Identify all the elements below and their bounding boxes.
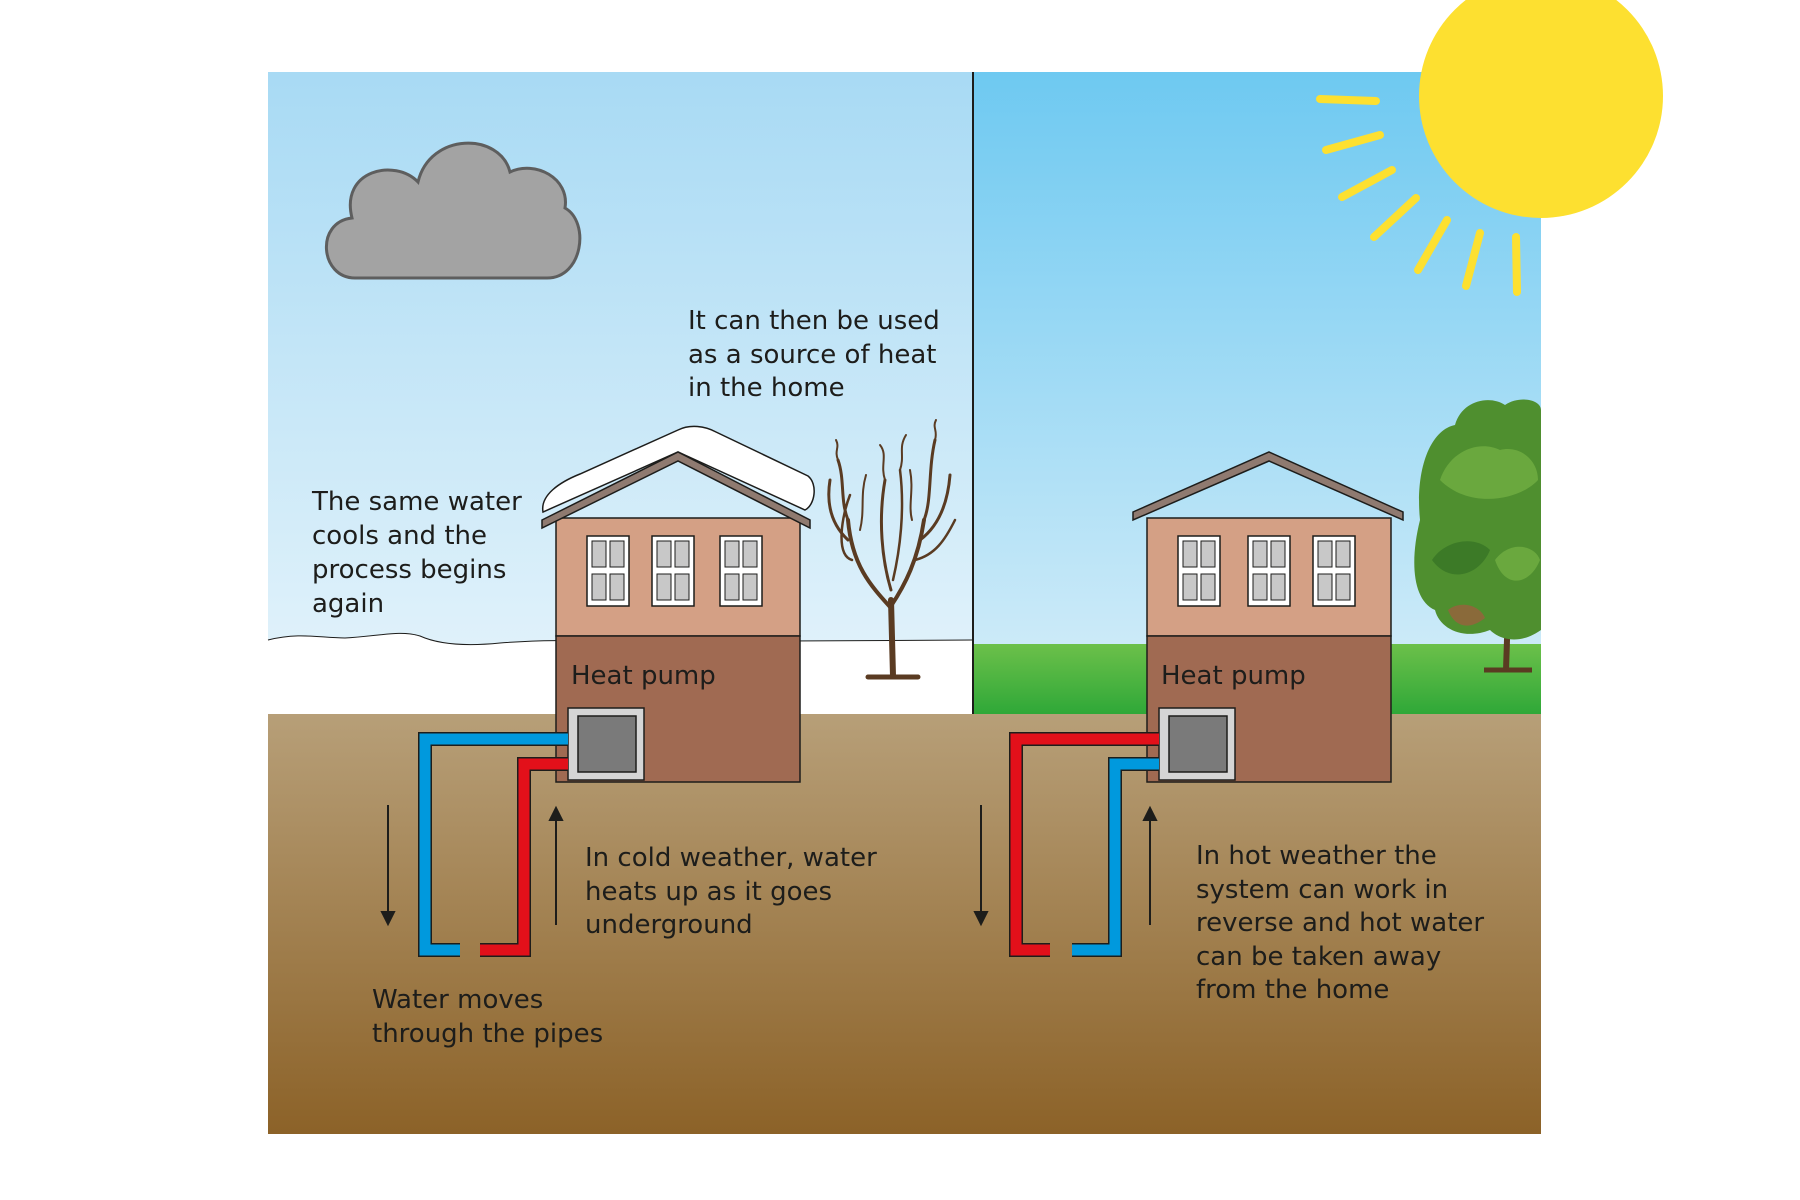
caption-cold-weather: In cold weather, water heats up as it go… (585, 843, 885, 940)
soil (268, 714, 1541, 1134)
heat-pump-label-left: Heat pump (571, 661, 716, 691)
window (719, 535, 763, 607)
arrow-down-icon (973, 805, 989, 927)
arrow-up-icon (1142, 805, 1158, 925)
caption-hot-weather: In hot weather the system can work in re… (1196, 841, 1492, 1005)
caption-heat-source: It can then be used as a source of heat … (688, 306, 948, 403)
window (1312, 535, 1356, 607)
pipe-cold-right (1072, 757, 1159, 957)
caption-water-cools: The same water cools and the process beg… (311, 487, 530, 619)
heat-pump-unit (1158, 707, 1236, 781)
pipe-hot-left (480, 757, 568, 957)
cloud-icon (325, 141, 582, 280)
pipe-cold-left (418, 732, 568, 957)
bare-tree-icon (827, 419, 957, 680)
window (1247, 535, 1291, 607)
sun-icon (1316, 0, 1663, 296)
window (651, 535, 695, 607)
arrow-down-icon (380, 805, 396, 927)
leafy-tree-icon (1414, 399, 1541, 673)
pipe-hot-right (1009, 732, 1159, 957)
caption-water-moves: Water moves through the pipes (372, 985, 603, 1049)
house-right (1132, 451, 1404, 783)
house-left (541, 425, 815, 783)
heat-pump-unit (567, 707, 645, 781)
arrow-up-icon (548, 805, 564, 925)
window (1177, 535, 1221, 607)
window (586, 535, 630, 607)
heat-pump-label-right: Heat pump (1161, 661, 1306, 691)
